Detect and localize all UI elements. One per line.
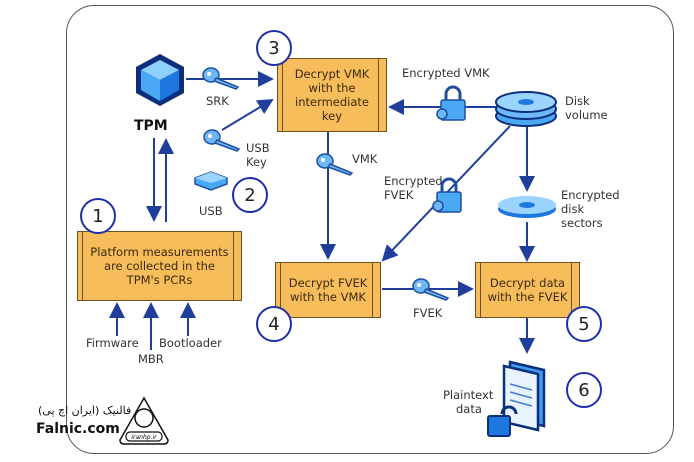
step-1-badge: 1: [80, 198, 116, 234]
decrypt-vmk-box: Decrypt VMK with the intermediate key: [277, 58, 387, 132]
step-6-badge: 6: [566, 372, 602, 408]
diagram-frame: [66, 5, 674, 454]
fvek-label: FVEK: [413, 306, 443, 320]
mbr-label: MBR: [138, 352, 164, 366]
encrypted-fvek-label-1: Encrypted: [384, 174, 443, 188]
usb-key-label-2: Key: [246, 155, 267, 169]
box5-line-1: Decrypt data: [489, 276, 566, 290]
encrypted-sectors-disk-icon: [498, 196, 556, 218]
box5-line-2: with the FVEK: [487, 290, 568, 304]
box4-line-1: Decrypt FVEK: [288, 276, 368, 290]
encrypted-vmk-lock-icon: [436, 85, 466, 121]
box1-line-2: are collected in the: [104, 259, 215, 273]
disk-volume-icon: [495, 91, 557, 127]
usb-key-label-1: USB: [246, 141, 270, 155]
watermark-logo-icon: iranhp.ir: [119, 396, 169, 445]
watermark-persian: فالنیک (ایران اچ پی): [38, 404, 132, 417]
step-4-badge: 4: [256, 306, 292, 342]
firmware-label: Firmware: [86, 336, 139, 350]
disk-volume-label-2: volume: [565, 108, 608, 122]
step-5-badge: 5: [566, 306, 602, 342]
bootloader-label: Bootloader: [159, 336, 222, 350]
box3-line-3: intermediate: [295, 95, 369, 109]
plaintext-label-1: Plaintext: [443, 388, 494, 402]
box3-line-2: with the: [308, 81, 356, 95]
watermark-logo-text: iranhp.ir: [131, 434, 157, 441]
vmk-key-icon: [316, 153, 354, 176]
encrypted-sectors-label-3: sectors: [561, 216, 603, 230]
vmk-label: VMK: [352, 152, 378, 166]
encrypted-fvek-label-2: FVEK: [384, 188, 414, 202]
fvek-key-icon: [412, 278, 450, 301]
watermark-site: Falnic.com: [36, 421, 120, 437]
usb-label: USB: [199, 204, 223, 218]
box3-line-1: Decrypt VMK: [294, 67, 370, 81]
plaintext-document-icon: [487, 360, 546, 437]
box4-line-2: with the VMK: [290, 290, 366, 304]
arrow-usbkey-to-vmk: [221, 98, 274, 131]
tpm-chip-icon: [136, 54, 184, 106]
encrypted-vmk-label: Encrypted VMK: [402, 66, 490, 80]
tpm-label: TPM: [134, 118, 168, 134]
encrypted-sectors-label-1: Encrypted: [561, 188, 620, 202]
usb-drive-icon: [194, 171, 228, 191]
decrypt-data-box: Decrypt data with the FVEK: [475, 262, 580, 318]
step-3-badge: 3: [256, 30, 292, 66]
srk-key-icon: [202, 67, 240, 90]
plaintext-label-2: data: [456, 402, 482, 416]
decrypt-fvek-box: Decrypt FVEK with the VMK: [275, 262, 381, 318]
usb-key-icon: [203, 129, 241, 152]
disk-volume-label-1: Disk: [565, 94, 590, 108]
encrypted-sectors-label-2: disk: [561, 202, 585, 216]
box3-line-4: key: [321, 109, 343, 123]
encrypted-fvek-lock-icon: [432, 177, 462, 213]
step-2-badge: 2: [232, 177, 268, 213]
srk-label: SRK: [206, 94, 229, 108]
box1-line-3: TPM's PCRs: [126, 273, 193, 287]
platform-measurements-box: Platform measurements are collected in t…: [77, 231, 242, 301]
box1-line-1: Platform measurements: [90, 245, 229, 259]
